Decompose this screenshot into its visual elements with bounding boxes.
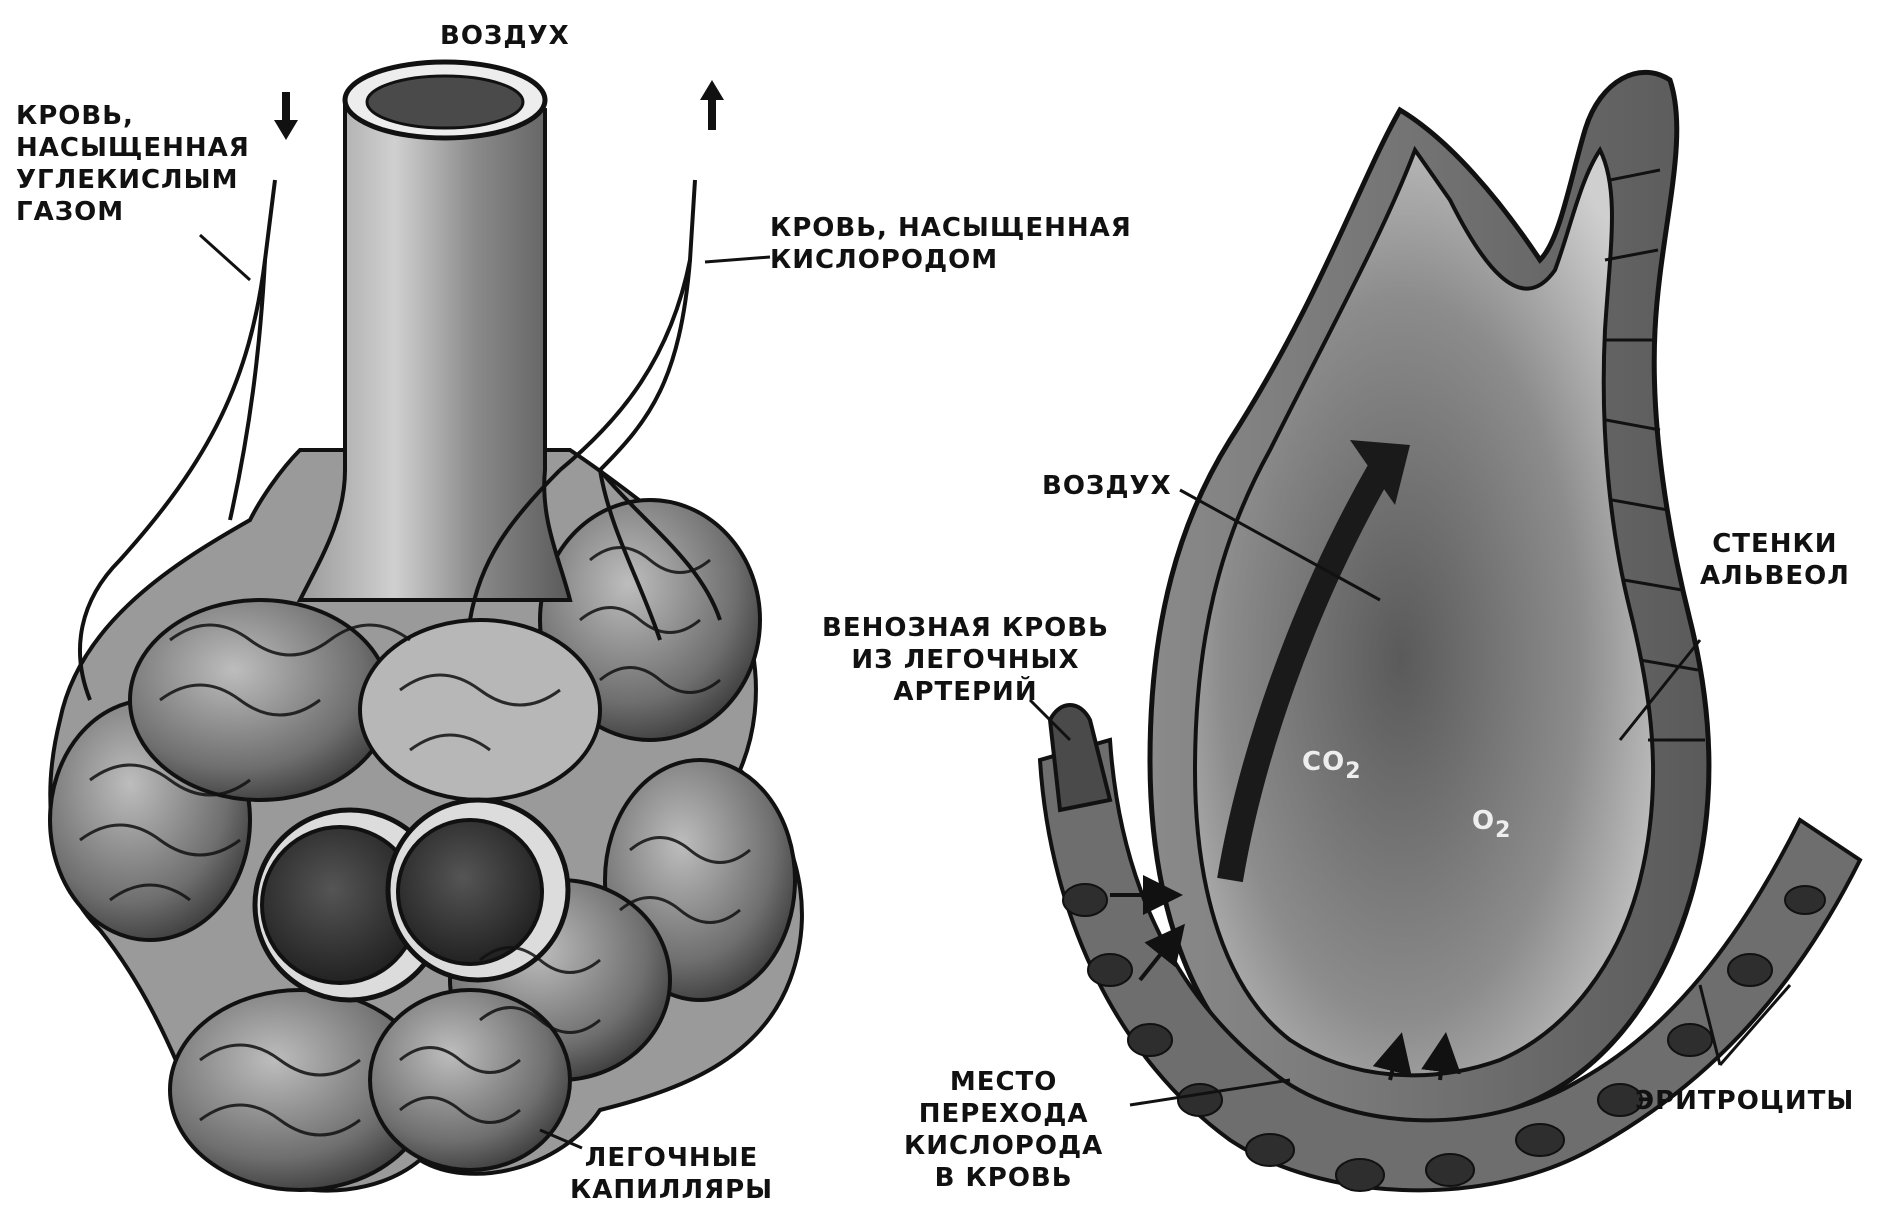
label-oxygen-site: МЕСТО ПЕРЕХОДА КИСЛОРОДА В КРОВЬ [904, 1066, 1103, 1194]
o2-text: O [1472, 806, 1495, 836]
label-blood-o2: КРОВЬ, НАСЫЩЕННАЯ КИСЛОРОДОМ [770, 212, 1132, 276]
arrow-down-icon [274, 92, 298, 140]
bronchiole [300, 62, 570, 600]
label-alveolar-walls: СТЕНКИ АЛЬВЕОЛ [1700, 528, 1850, 592]
label-o2: O2 [1472, 805, 1511, 839]
label-air-alveolus: ВОЗДУХ [1042, 470, 1172, 502]
label-erythrocytes: ЭРИТРОЦИТЫ [1635, 1085, 1854, 1117]
co2-subscript: 2 [1345, 759, 1361, 784]
label-capillaries: ЛЕГОЧНЫЕ КАПИЛЛЯРЫ [570, 1142, 773, 1206]
label-co2: CO2 [1302, 746, 1362, 780]
label-blood-co2: КРОВЬ, НАСЫЩЕННАЯ УГЛЕКИСЛЫМ ГАЗОМ [16, 100, 250, 228]
co2-text: CO [1302, 747, 1345, 777]
alveolus-section [1040, 72, 1860, 1191]
arrow-up-icon [700, 80, 724, 130]
o2-subscript: 2 [1495, 818, 1511, 843]
label-air-top: ВОЗДУХ [440, 20, 570, 52]
label-venous-blood: ВЕНОЗНАЯ КРОВЬ ИЗ ЛЕГОЧНЫХ АРТЕРИЙ [822, 612, 1109, 708]
